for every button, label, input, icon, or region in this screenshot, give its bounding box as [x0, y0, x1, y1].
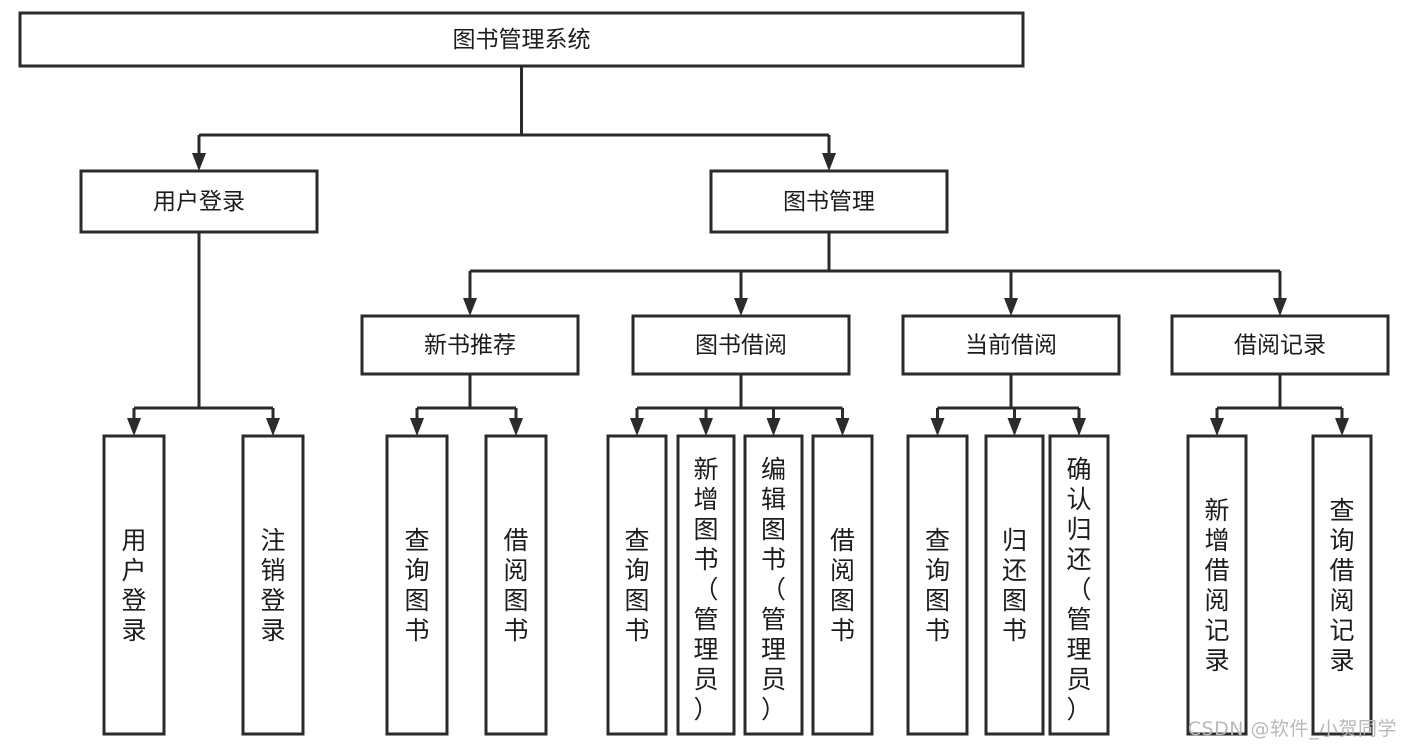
node-box[interactable] [18, 11, 1025, 68]
node-label: 新书推荐 [424, 333, 516, 359]
node-label: 当前借阅 [965, 333, 1057, 359]
arrow-head-icon [1072, 418, 1086, 436]
arrow-head-icon [192, 153, 206, 171]
node-label: 借阅图书 [503, 526, 528, 645]
node-leaf-add-book-admin[interactable]: 新增图书（管理员） [676, 434, 736, 736]
arrow-head-icon [266, 418, 280, 436]
node-borrow-record[interactable]: 借阅记录 [1170, 314, 1390, 376]
arrow-head-icon [127, 418, 141, 436]
node-user-login[interactable]: 用户登录 [79, 169, 319, 234]
node-root-root[interactable]: 图书管理系统 [18, 11, 1025, 68]
node-leaf-logout[interactable]: 注销登录 [241, 434, 305, 736]
node-box[interactable] [79, 169, 319, 234]
csdn-watermark: CSDN @软件_小贺同学 [1187, 718, 1397, 740]
arrow-head-icon [410, 418, 424, 436]
arrow-head-icon [1007, 418, 1022, 436]
arrow-head-icon [822, 153, 836, 171]
arrow-head-icon [509, 418, 523, 436]
node-box[interactable] [743, 434, 804, 736]
node-box[interactable] [984, 434, 1045, 736]
node-box[interactable] [1170, 314, 1390, 376]
node-leaf-add-borrow-record[interactable]: 新增借阅记录 [1186, 434, 1248, 736]
node-leaf-borrow-book-recommend[interactable]: 借阅图书 [484, 434, 548, 736]
arrow-head-icon [1004, 298, 1018, 316]
arrow-head-icon [1335, 418, 1349, 436]
node-leaf-confirm-return-admin[interactable]: 确认归还（管理员） [1048, 434, 1110, 736]
arrow-head-icon [1210, 418, 1224, 436]
node-box[interactable] [484, 434, 548, 736]
node-leaf-query-book-recommend[interactable]: 查询图书 [385, 434, 449, 736]
arrow-head-icon [699, 418, 713, 436]
node-label: 查询图书 [404, 526, 429, 645]
node-leaf-query-book-current[interactable]: 查询图书 [906, 434, 969, 736]
node-box[interactable] [241, 434, 305, 736]
node-label: 借阅记录 [1234, 333, 1326, 359]
node-box[interactable] [1186, 434, 1248, 736]
connector-layer [127, 66, 1349, 436]
node-layer: 图书管理系统用户登录图书管理新书推荐图书借阅当前借阅借阅记录用户登录注销登录查询… [18, 11, 1390, 736]
node-box[interactable] [676, 434, 736, 736]
node-box[interactable] [906, 434, 969, 736]
node-label: 用户登录 [153, 189, 245, 215]
node-box[interactable] [102, 434, 166, 736]
node-leaf-edit-book-admin[interactable]: 编辑图书（管理员） [743, 434, 804, 736]
node-book-borrow[interactable]: 图书借阅 [631, 314, 851, 376]
node-box[interactable] [606, 434, 668, 736]
arrow-head-icon [463, 298, 477, 316]
node-label: 归还图书 [1002, 526, 1027, 645]
node-leaf-borrow-book[interactable]: 借阅图书 [811, 434, 874, 736]
node-label: 编辑图书（管理员） [761, 455, 786, 724]
node-leaf-return-book[interactable]: 归还图书 [984, 434, 1045, 736]
node-leaf-user-login[interactable]: 用户登录 [102, 434, 166, 736]
node-current-borrow[interactable]: 当前借阅 [901, 314, 1121, 376]
node-label: 用户登录 [121, 526, 146, 645]
node-box[interactable] [1048, 434, 1110, 736]
node-label: 查询借阅记录 [1329, 496, 1354, 675]
node-box[interactable] [709, 169, 949, 234]
node-label: 确认归还（管理员） [1066, 455, 1091, 724]
node-box[interactable] [901, 314, 1121, 376]
node-label: 图书借阅 [695, 333, 787, 359]
node-box[interactable] [385, 434, 449, 736]
node-label: 图书管理 [783, 189, 875, 215]
node-label: 查询图书 [624, 526, 649, 645]
node-label: 新增借阅记录 [1204, 496, 1229, 675]
arrow-head-icon [734, 298, 748, 316]
node-label: 注销登录 [260, 526, 285, 645]
node-new-book-recommend[interactable]: 新书推荐 [360, 314, 580, 376]
node-book-manage[interactable]: 图书管理 [709, 169, 949, 234]
arrow-head-icon [1273, 298, 1287, 316]
node-label: 借阅图书 [830, 526, 855, 645]
node-box[interactable] [360, 314, 580, 376]
node-label: 图书管理系统 [453, 27, 591, 53]
arrow-head-icon [835, 418, 850, 436]
node-leaf-query-book-borrow[interactable]: 查询图书 [606, 434, 668, 736]
node-box[interactable] [631, 314, 851, 376]
node-box[interactable] [1311, 434, 1373, 736]
arrow-head-icon [766, 418, 781, 436]
arrow-head-icon [930, 418, 945, 436]
node-label: 新增图书（管理员） [693, 455, 718, 724]
node-box[interactable] [811, 434, 874, 736]
node-leaf-query-borrow-record[interactable]: 查询借阅记录 [1311, 434, 1373, 736]
arrow-head-icon [630, 418, 644, 436]
node-label: 查询图书 [925, 526, 950, 645]
